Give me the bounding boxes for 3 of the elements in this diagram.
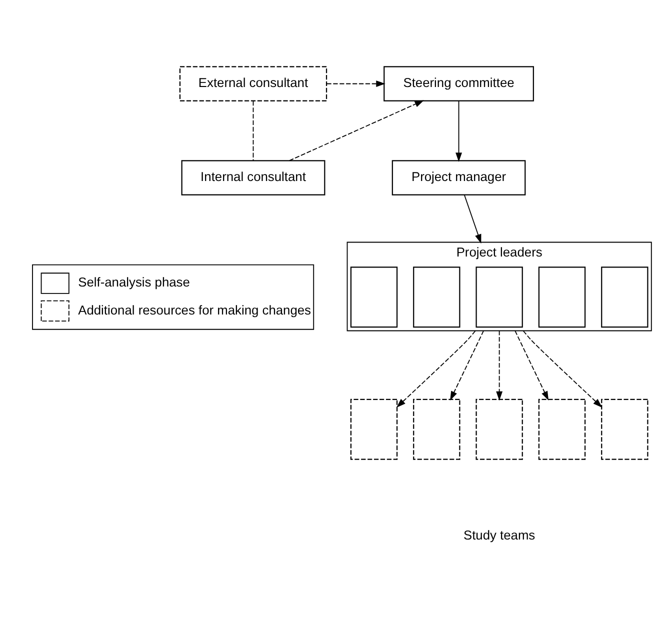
legend-label: Additional resources for making changes: [78, 302, 312, 318]
label: Study teams: [463, 528, 536, 543]
legend-label: Self-analysis phase: [78, 274, 190, 290]
